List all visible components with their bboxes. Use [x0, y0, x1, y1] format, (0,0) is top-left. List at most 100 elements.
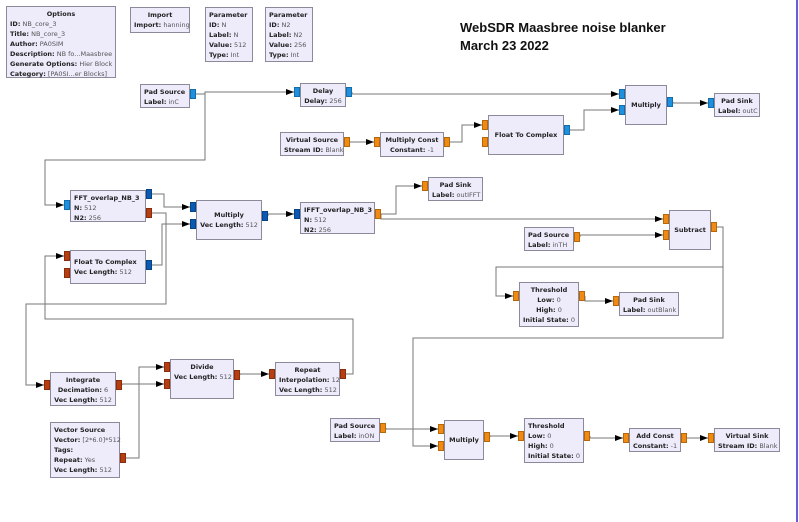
connection-wire[interactable]	[152, 193, 190, 210]
connection-wire[interactable]	[489, 433, 518, 439]
input-port[interactable]	[518, 431, 524, 441]
connection-wire[interactable]	[44, 253, 354, 375]
input-port[interactable]	[623, 433, 629, 443]
connection-wire[interactable]	[672, 100, 708, 106]
output-port[interactable]	[564, 125, 570, 135]
output-port[interactable]	[681, 433, 687, 443]
connection-wire[interactable]	[267, 211, 294, 217]
input-port[interactable]	[190, 219, 196, 229]
input-port[interactable]	[64, 200, 70, 210]
output-port[interactable]	[340, 369, 346, 379]
output-port[interactable]	[667, 97, 673, 107]
output-port[interactable]	[146, 208, 152, 218]
output-port[interactable]	[234, 370, 240, 380]
output-port[interactable]	[444, 137, 450, 147]
output-port[interactable]	[484, 432, 490, 442]
input-port[interactable]	[164, 362, 170, 372]
block-float-to-complex-1[interactable]: Float To Complex	[488, 115, 564, 155]
output-port[interactable]	[380, 423, 386, 433]
output-port[interactable]	[262, 211, 268, 221]
output-port[interactable]	[120, 453, 126, 463]
input-port[interactable]	[438, 424, 444, 434]
output-port[interactable]	[579, 291, 585, 301]
input-port[interactable]	[164, 379, 170, 389]
input-port[interactable]	[663, 214, 669, 224]
connection-wire[interactable]	[121, 381, 164, 387]
connection-wire[interactable]	[381, 183, 422, 215]
input-port[interactable]	[482, 120, 488, 130]
connection-wire[interactable]	[152, 221, 190, 266]
connection-wire[interactable]	[380, 214, 663, 222]
input-port[interactable]	[619, 89, 625, 99]
input-port[interactable]	[44, 380, 50, 390]
connection-wire[interactable]	[239, 371, 269, 377]
connection-wire[interactable]	[570, 107, 619, 131]
input-port[interactable]	[64, 268, 70, 278]
output-port[interactable]	[146, 260, 152, 270]
output-port[interactable]	[584, 431, 590, 441]
input-port[interactable]	[513, 291, 519, 301]
input-port[interactable]	[64, 251, 70, 261]
output-port[interactable]	[344, 137, 350, 147]
input-port[interactable]	[294, 209, 300, 219]
input-port[interactable]	[269, 369, 275, 379]
output-port[interactable]	[146, 189, 152, 199]
connection-wire[interactable]	[450, 122, 482, 143]
block-multiply-f[interactable]: Multiply	[444, 420, 484, 460]
output-port[interactable]	[574, 232, 580, 242]
connection-wire[interactable]	[25, 212, 167, 388]
connection-wire[interactable]	[579, 232, 663, 238]
input-port[interactable]	[613, 296, 619, 306]
input-port[interactable]	[708, 98, 714, 108]
output-port[interactable]	[190, 89, 196, 99]
input-port[interactable]	[294, 87, 300, 97]
connection-wire[interactable]	[584, 296, 613, 304]
output-port[interactable]	[116, 380, 122, 390]
connection-wire[interactable]	[44, 93, 206, 208]
block-subtract[interactable]: Subtract	[669, 210, 711, 250]
connection-wire[interactable]	[126, 364, 164, 459]
connection-wire[interactable]	[196, 89, 294, 95]
output-port[interactable]	[346, 87, 352, 97]
input-port[interactable]	[708, 433, 714, 443]
input-port[interactable]	[438, 441, 444, 451]
input-port[interactable]	[482, 137, 488, 147]
connection-wire[interactable]	[589, 435, 623, 441]
output-port[interactable]	[375, 209, 381, 219]
block-multiply-c[interactable]: Multiply	[625, 85, 667, 125]
output-port[interactable]	[711, 222, 717, 232]
input-port[interactable]	[374, 137, 380, 147]
input-port[interactable]	[663, 230, 669, 240]
input-port[interactable]	[190, 202, 196, 212]
input-port[interactable]	[619, 105, 625, 115]
connection-wire[interactable]	[385, 426, 438, 432]
input-port[interactable]	[422, 181, 428, 191]
connection-wire[interactable]	[351, 91, 619, 97]
connection-wire[interactable]	[412, 226, 724, 449]
